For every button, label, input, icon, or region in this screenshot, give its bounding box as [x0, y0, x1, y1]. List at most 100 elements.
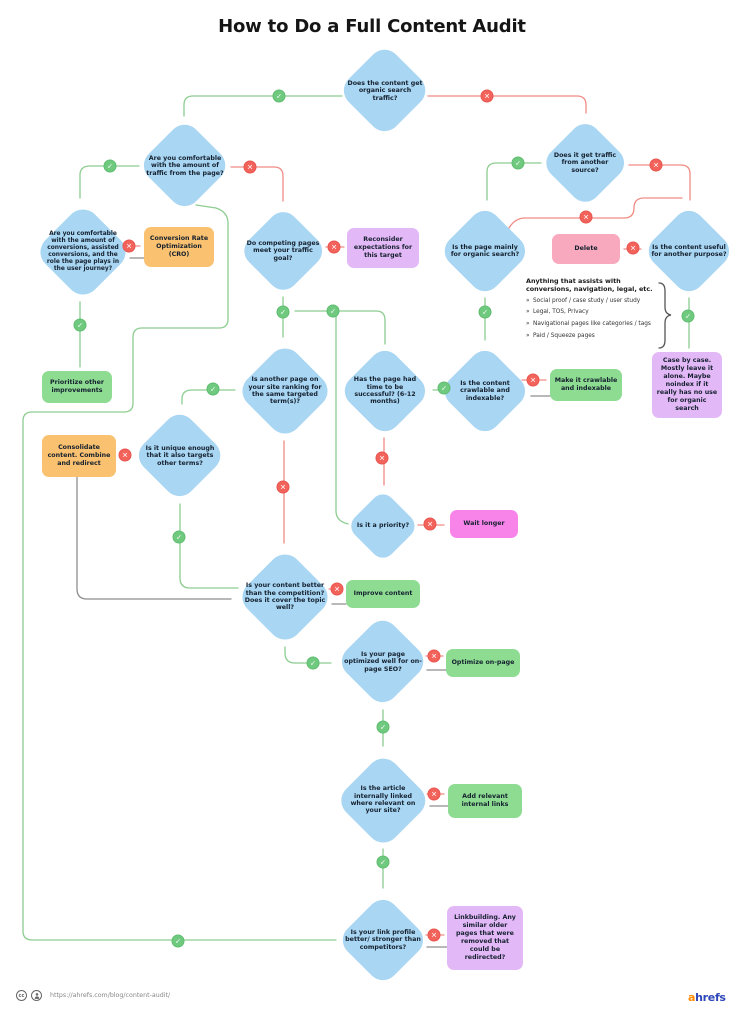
note-bullet: Social proof / case study / user study: [526, 298, 656, 305]
note-bullet: Paid / Squeeze pages: [526, 333, 656, 340]
node-label: Is the page mainly for organic search?: [450, 243, 520, 258]
yes-check-icon: ✓: [206, 382, 220, 396]
box-case-by-case: Case by case. Mostly leave it alone. May…: [652, 352, 722, 418]
curly-brace: [658, 282, 672, 349]
node-label: Has the page had time to be successful? …: [353, 376, 417, 406]
edge-n5-yes: [486, 162, 542, 201]
node-priority: Is it a priority?: [346, 489, 420, 563]
creative-commons-icon: cc: [16, 990, 27, 1001]
edge-n5-no: [628, 164, 691, 201]
edge-n11-yes: [179, 503, 239, 589]
note-block: Anything that assists with conversions, …: [526, 277, 656, 345]
ahrefs-logo-a: a: [688, 991, 696, 1004]
no-x-icon: ✕: [330, 582, 344, 596]
node-label: Are you comfortable with the amount of t…: [146, 154, 224, 177]
yes-check-icon: ✓: [276, 305, 290, 319]
edge-n12-yes: [335, 310, 349, 525]
box-wait-longer: Wait longer: [450, 510, 518, 538]
no-x-icon: ✕: [423, 517, 437, 531]
node-label: Is your page optimized well for on-page …: [344, 650, 422, 673]
box-make-crawlable: Make it crawlable and indexable: [550, 369, 622, 401]
box-linkbuilding: Linkbuilding. Any similar older pages th…: [447, 906, 523, 970]
no-x-icon: ✕: [327, 240, 341, 254]
node-link-profile: Is your link profile better/ stronger th…: [336, 893, 430, 987]
note-heading: Anything that assists with conversions, …: [526, 277, 653, 294]
node-unique-enough: Is it unique enough that it also targets…: [132, 408, 228, 504]
no-x-icon: ✕: [579, 210, 593, 224]
edge-consolidate-return: [76, 476, 232, 600]
no-x-icon: ✕: [649, 158, 663, 172]
yes-check-icon: ✓: [511, 156, 525, 170]
node-content-better: Is your content better than the competit…: [235, 547, 335, 647]
no-x-icon: ✕: [375, 451, 389, 465]
source-url: https://ahrefs.com/blog/content-audit/: [50, 992, 171, 999]
yes-check-icon: ✓: [73, 318, 87, 332]
node-label: Do competing pages meet your traffic goa…: [246, 239, 320, 262]
box-consolidate: Consolidate content. Combine and redirec…: [42, 435, 116, 477]
no-x-icon: ✕: [526, 373, 540, 387]
box-delete: Delete: [552, 234, 620, 264]
node-label: Does it get traffic from another source?: [553, 151, 617, 174]
node-label: Is your link profile better/ stronger th…: [345, 928, 421, 951]
node-label: Are you comfortable with the amount of c…: [46, 231, 120, 272]
node-had-time: Has the page had time to be successful? …: [338, 344, 432, 438]
edge-n8-yes: [181, 389, 236, 405]
edge-n1-no: [427, 95, 587, 114]
yes-check-icon: ✓: [171, 934, 185, 948]
yes-check-icon: ✓: [376, 855, 390, 869]
no-x-icon: ✕: [427, 649, 441, 663]
node-organic-traffic: Does the content get organic search traf…: [337, 43, 433, 139]
node-label: Is another page on your site ranking for…: [248, 376, 322, 406]
box-add-internal-links: Add relevant internal links: [448, 784, 522, 818]
attribution-icon: [31, 990, 42, 1001]
node-comfortable-traffic: Are you comfortable with the amount of t…: [137, 118, 233, 214]
node-label: Is the content crawlable and indexable?: [460, 379, 510, 402]
note-bullet: Legal, TOS, Privacy: [526, 309, 656, 316]
node-label: Does the content get organic search traf…: [347, 79, 423, 102]
page-title: How to Do a Full Content Audit: [218, 16, 526, 37]
person-glyph: [34, 992, 39, 999]
no-x-icon: ✕: [122, 239, 136, 253]
yes-check-icon: ✓: [326, 304, 340, 318]
edge-n6-no: [508, 197, 683, 229]
node-another-page-ranking: Is another page on your site ranking for…: [235, 341, 335, 441]
yes-check-icon: ✓: [376, 720, 390, 734]
node-internally-linked: Is the article internally linked where r…: [334, 751, 432, 849]
no-x-icon: ✕: [276, 480, 290, 494]
yes-check-icon: ✓: [681, 309, 695, 323]
no-x-icon: ✕: [243, 160, 257, 174]
node-label: Is the content useful for another purpos…: [651, 243, 727, 258]
node-label: Is your content better than the competit…: [244, 582, 326, 612]
edge-n2-yes: [79, 165, 140, 199]
footer: cc https://ahrefs.com/blog/content-audit…: [16, 990, 170, 1001]
node-label: Is it unique enough that it also targets…: [145, 444, 215, 467]
node-label: Is the article internally linked where r…: [350, 785, 416, 815]
note-bullet: Navigational pages like categories / tag…: [526, 321, 656, 328]
edge-n2-no: [230, 166, 284, 202]
edge-n9-yes: [294, 310, 386, 345]
no-x-icon: ✕: [626, 241, 640, 255]
node-competing-pages: Do competing pages meet your traffic goa…: [237, 205, 329, 297]
yes-check-icon: ✓: [478, 305, 492, 319]
no-x-icon: ✕: [427, 787, 441, 801]
no-x-icon: ✕: [427, 928, 441, 942]
box-prioritize: Prioritize other improvements: [42, 371, 112, 403]
edge-n1-yes: [183, 95, 343, 117]
edge-n16-yes-loop: [22, 204, 337, 941]
node-crawlable-indexable: Is the content crawlable and indexable?: [438, 344, 532, 438]
ahrefs-logo: ahrefs: [688, 991, 726, 1004]
ahrefs-logo-hrefs: hrefs: [695, 991, 726, 1004]
node-traffic-another-source: Does it get traffic from another source?: [539, 117, 631, 209]
node-comfortable-conversions: Are you comfortable with the amount of c…: [33, 202, 133, 302]
no-x-icon: ✕: [118, 448, 132, 462]
node-useful-another-purpose: Is the content useful for another purpos…: [642, 204, 736, 298]
no-x-icon: ✕: [480, 89, 494, 103]
node-mainly-organic: Is the page mainly for organic search?: [438, 204, 532, 298]
yes-check-icon: ✓: [306, 656, 320, 670]
yes-check-icon: ✓: [437, 381, 451, 395]
box-optimize-onpage: Optimize on-page: [446, 649, 520, 677]
box-reconsider: Reconsider expectations for this target: [347, 228, 419, 268]
box-cro: Conversion Rate Optimization (CRO): [144, 227, 214, 267]
edge-n13-yes: [284, 646, 332, 664]
